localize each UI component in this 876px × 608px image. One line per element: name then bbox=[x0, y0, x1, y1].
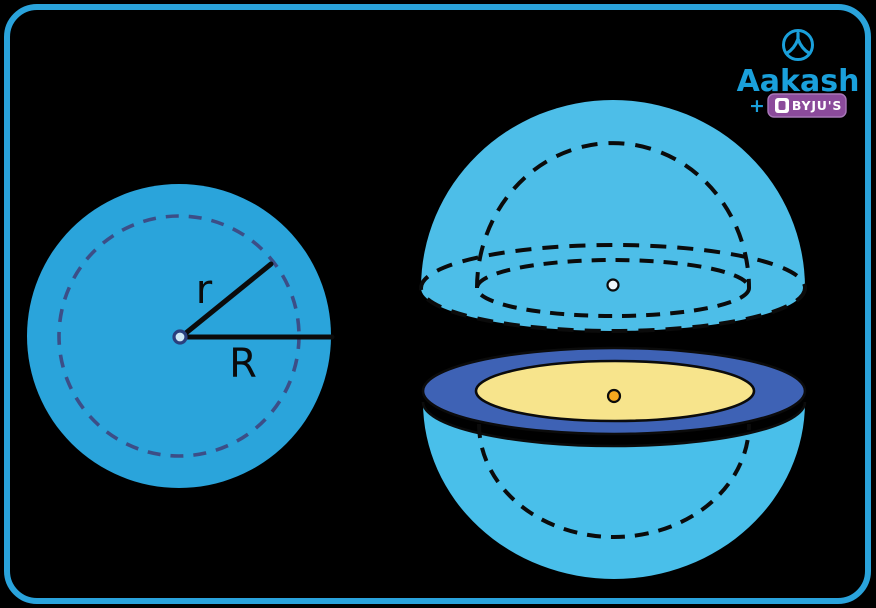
logo-person-circle-icon bbox=[782, 29, 814, 61]
logo-person-glyph-icon bbox=[784, 31, 812, 56]
top-center-point bbox=[606, 278, 620, 292]
bottom-hemisphere-figure bbox=[421, 346, 807, 579]
top-hemisphere-figure bbox=[419, 100, 807, 333]
top-hemisphere-body bbox=[421, 100, 805, 331]
sphere-cross-section-figure: r R bbox=[27, 184, 335, 488]
outer-radius-label: R bbox=[229, 341, 257, 387]
byjus-name: BYJU'S bbox=[792, 98, 842, 113]
brand-logo: Aakash + BYJU'S bbox=[737, 29, 860, 118]
bottom-center-point bbox=[606, 388, 622, 404]
byjus-square-icon-mark bbox=[778, 101, 786, 110]
center-point bbox=[172, 329, 188, 345]
inner-radius-line bbox=[178, 261, 274, 340]
top-outer-rim-dashed-ellipse bbox=[419, 243, 807, 333]
brand-plus-sign: + bbox=[749, 95, 765, 117]
bottom-cavity-dashed-arc bbox=[477, 423, 751, 539]
card-border bbox=[4, 4, 871, 604]
bottom-rim-edge bbox=[421, 401, 807, 448]
bottom-hemisphere-body bbox=[423, 402, 805, 579]
brand-name: Aakash bbox=[737, 64, 860, 99]
top-inner-dome-dashed-arc bbox=[475, 141, 751, 289]
inner-radius-label: r bbox=[196, 267, 213, 313]
